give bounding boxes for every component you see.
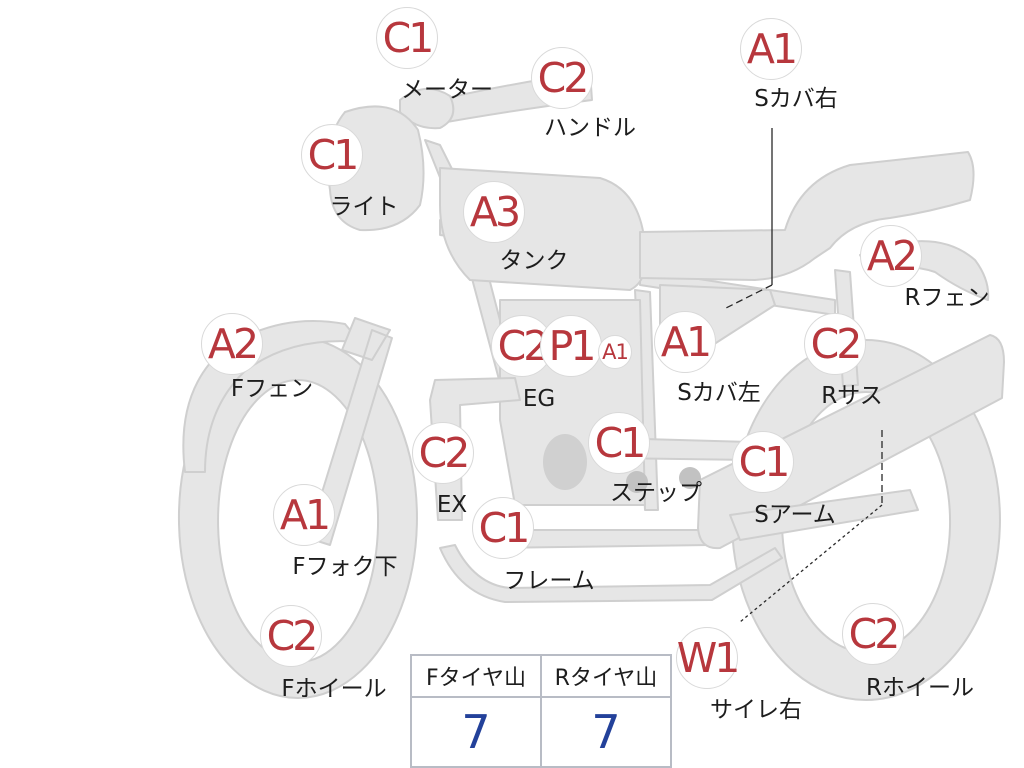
leader-silencer	[739, 504, 883, 623]
front-tire-tread-value: 7	[410, 696, 542, 768]
seat-shape	[639, 151, 975, 281]
grade-badge-front-wheel: C2	[260, 605, 322, 667]
part-label-handle: ハンドル	[544, 115, 636, 141]
part-label-light: ライト	[329, 194, 399, 220]
part-label-meter: メーター	[401, 77, 493, 103]
grade-badge-rear-fender: A2	[860, 225, 922, 287]
part-label-exhaust: EX	[436, 492, 468, 518]
part-label-frame: フレーム	[503, 568, 595, 594]
grade-badge-engine-p1: P1	[540, 315, 602, 377]
grade-badge-rear-suspension: C2	[804, 313, 866, 375]
part-label-rear-suspension: Rサス	[821, 383, 883, 409]
part-label-swing-arm: Sアーム	[754, 502, 836, 528]
part-label-silencer-right: サイレ右	[710, 697, 802, 723]
grade-badge-step: C1	[588, 412, 650, 474]
grade-badge-engine-a1: A1	[598, 335, 632, 369]
grade-badge-exhaust: C2	[412, 422, 474, 484]
part-label-front-fender: Fフェン	[230, 376, 314, 402]
grade-badge-meter: C1	[376, 7, 438, 69]
fork-shape	[307, 317, 393, 546]
grade-badge-swing-arm: C1	[732, 431, 794, 493]
grade-badge-front-fender: A2	[201, 313, 263, 375]
grade-badge-frame: C1	[472, 497, 534, 559]
footpeg	[679, 467, 701, 489]
grade-badge-side-cover-left: A1	[654, 311, 716, 373]
front-tire-tread-header: Fタイヤ山	[410, 654, 542, 698]
part-label-side-cover-right: Sカバ右	[754, 86, 838, 112]
grade-badge-light: C1	[301, 124, 363, 186]
grade-badge-rear-wheel: C2	[842, 603, 904, 665]
part-label-rear-wheel: Rホイール	[866, 675, 974, 701]
part-label-engine: EG	[522, 386, 556, 412]
rear-tire-tread-value: 7	[540, 696, 672, 768]
silencer-shape	[697, 334, 1005, 550]
part-label-side-cover-left: Sカバ左	[677, 380, 761, 406]
tire-tread-table: Fタイヤ山 Rタイヤ山 7 7	[410, 654, 672, 768]
grade-badge-front-fork-lower: A1	[273, 484, 335, 546]
grade-badge-silencer-right: W1	[676, 627, 740, 689]
engine-cover-circle	[543, 434, 587, 490]
part-label-rear-fender: Rフェン	[904, 285, 990, 311]
part-label-step: ステップ	[610, 480, 702, 506]
swing-arm-shape	[729, 489, 919, 541]
grade-badge-side-cover-right: A1	[740, 18, 802, 80]
grade-badge-handle: C2	[531, 47, 593, 109]
part-label-front-fork-lower: Fフォク下	[292, 554, 398, 580]
footpeg	[626, 471, 648, 493]
part-label-tank: タンク	[499, 248, 569, 274]
part-label-front-wheel: Fホイール	[281, 676, 387, 702]
rear-tire-tread-header: Rタイヤ山	[540, 654, 672, 698]
grade-badge-tank: A3	[463, 181, 525, 243]
grade-badge-engine: C2	[491, 315, 553, 377]
leader-side-cover-right	[725, 284, 773, 309]
